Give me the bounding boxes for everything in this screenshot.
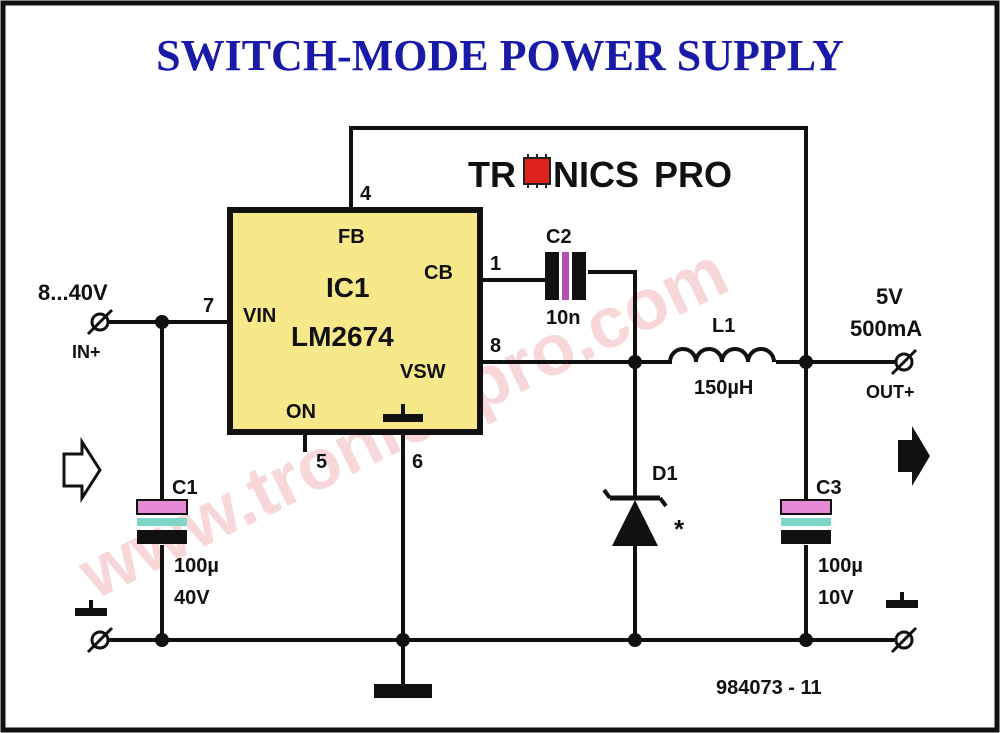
ic-pin-label-vin: VIN <box>243 305 276 327</box>
output-voltage-label: 5V <box>876 284 903 309</box>
c2-value: 10n <box>546 307 580 329</box>
drawing-number: 984073 - 11 <box>716 677 822 699</box>
pin-number-cb: 1 <box>490 253 501 275</box>
c1-rating: 40V <box>174 587 210 609</box>
inductor-l1: L1 150µH <box>668 315 776 399</box>
pin-number-gnd: 6 <box>412 451 423 473</box>
page-title: SWITCH-MODE POWER SUPPLY <box>156 31 844 80</box>
c3-ref: C3 <box>816 477 842 499</box>
c3-rating: 10V <box>818 587 854 609</box>
input-voltage-label: 8...40V <box>38 280 108 305</box>
c1-ref: C1 <box>172 477 198 499</box>
capacitor-c3: C3 100µ 10V <box>780 477 863 609</box>
input-ground-terminal <box>75 600 114 654</box>
ic-ref: IC1 <box>326 272 370 303</box>
ic-pin-label-cb: CB <box>424 262 453 284</box>
d1-ref: D1 <box>652 463 678 485</box>
output-current-label: 500mA <box>850 316 922 341</box>
chip-icon <box>523 154 551 188</box>
pin-number-fb: 4 <box>360 183 372 205</box>
output-terminal: 5V 500mA OUT+ <box>850 284 922 402</box>
ic-pin-label-vsw: VSW <box>400 361 446 383</box>
input-terminal-label: IN+ <box>72 342 101 362</box>
c2-ref: C2 <box>546 226 572 248</box>
ic-pin-label-on: ON <box>286 401 316 423</box>
logo-text-right: PRO <box>654 154 732 195</box>
ic1-block: FB IC1 LM2674 CB VIN VSW ON <box>227 207 483 435</box>
capacitor-c2: C2 10n <box>545 226 586 329</box>
input-arrow-icon <box>62 436 102 504</box>
diode-d1: D1 * <box>602 463 685 546</box>
pin-numbers: 4 1 7 8 5 6 <box>203 183 501 473</box>
junction-dots <box>155 315 813 647</box>
wiring <box>105 126 898 698</box>
c3-value: 100µ <box>818 555 863 577</box>
output-arrow-icon <box>898 426 930 486</box>
d1-mark: * <box>674 514 685 544</box>
pin-number-vsw: 8 <box>490 335 501 357</box>
pin-number-on: 5 <box>316 451 327 473</box>
ic-part-number: LM2674 <box>291 321 394 352</box>
brand-logo: TR NICS PRO <box>468 154 732 195</box>
output-ground-terminal <box>886 592 918 654</box>
l1-ref: L1 <box>712 315 735 337</box>
logo-text-left: TR <box>468 154 516 195</box>
output-terminal-label: OUT+ <box>866 382 915 402</box>
pin-number-vin: 7 <box>203 295 214 317</box>
ic-pin-label-fb: FB <box>338 226 365 248</box>
capacitor-c1: C1 100µ 40V <box>136 477 219 609</box>
logo-text-middle: NICS <box>553 154 639 195</box>
c1-value: 100µ <box>174 555 219 577</box>
l1-value: 150µH <box>694 377 753 399</box>
input-terminal: 8...40V IN+ <box>38 280 114 362</box>
